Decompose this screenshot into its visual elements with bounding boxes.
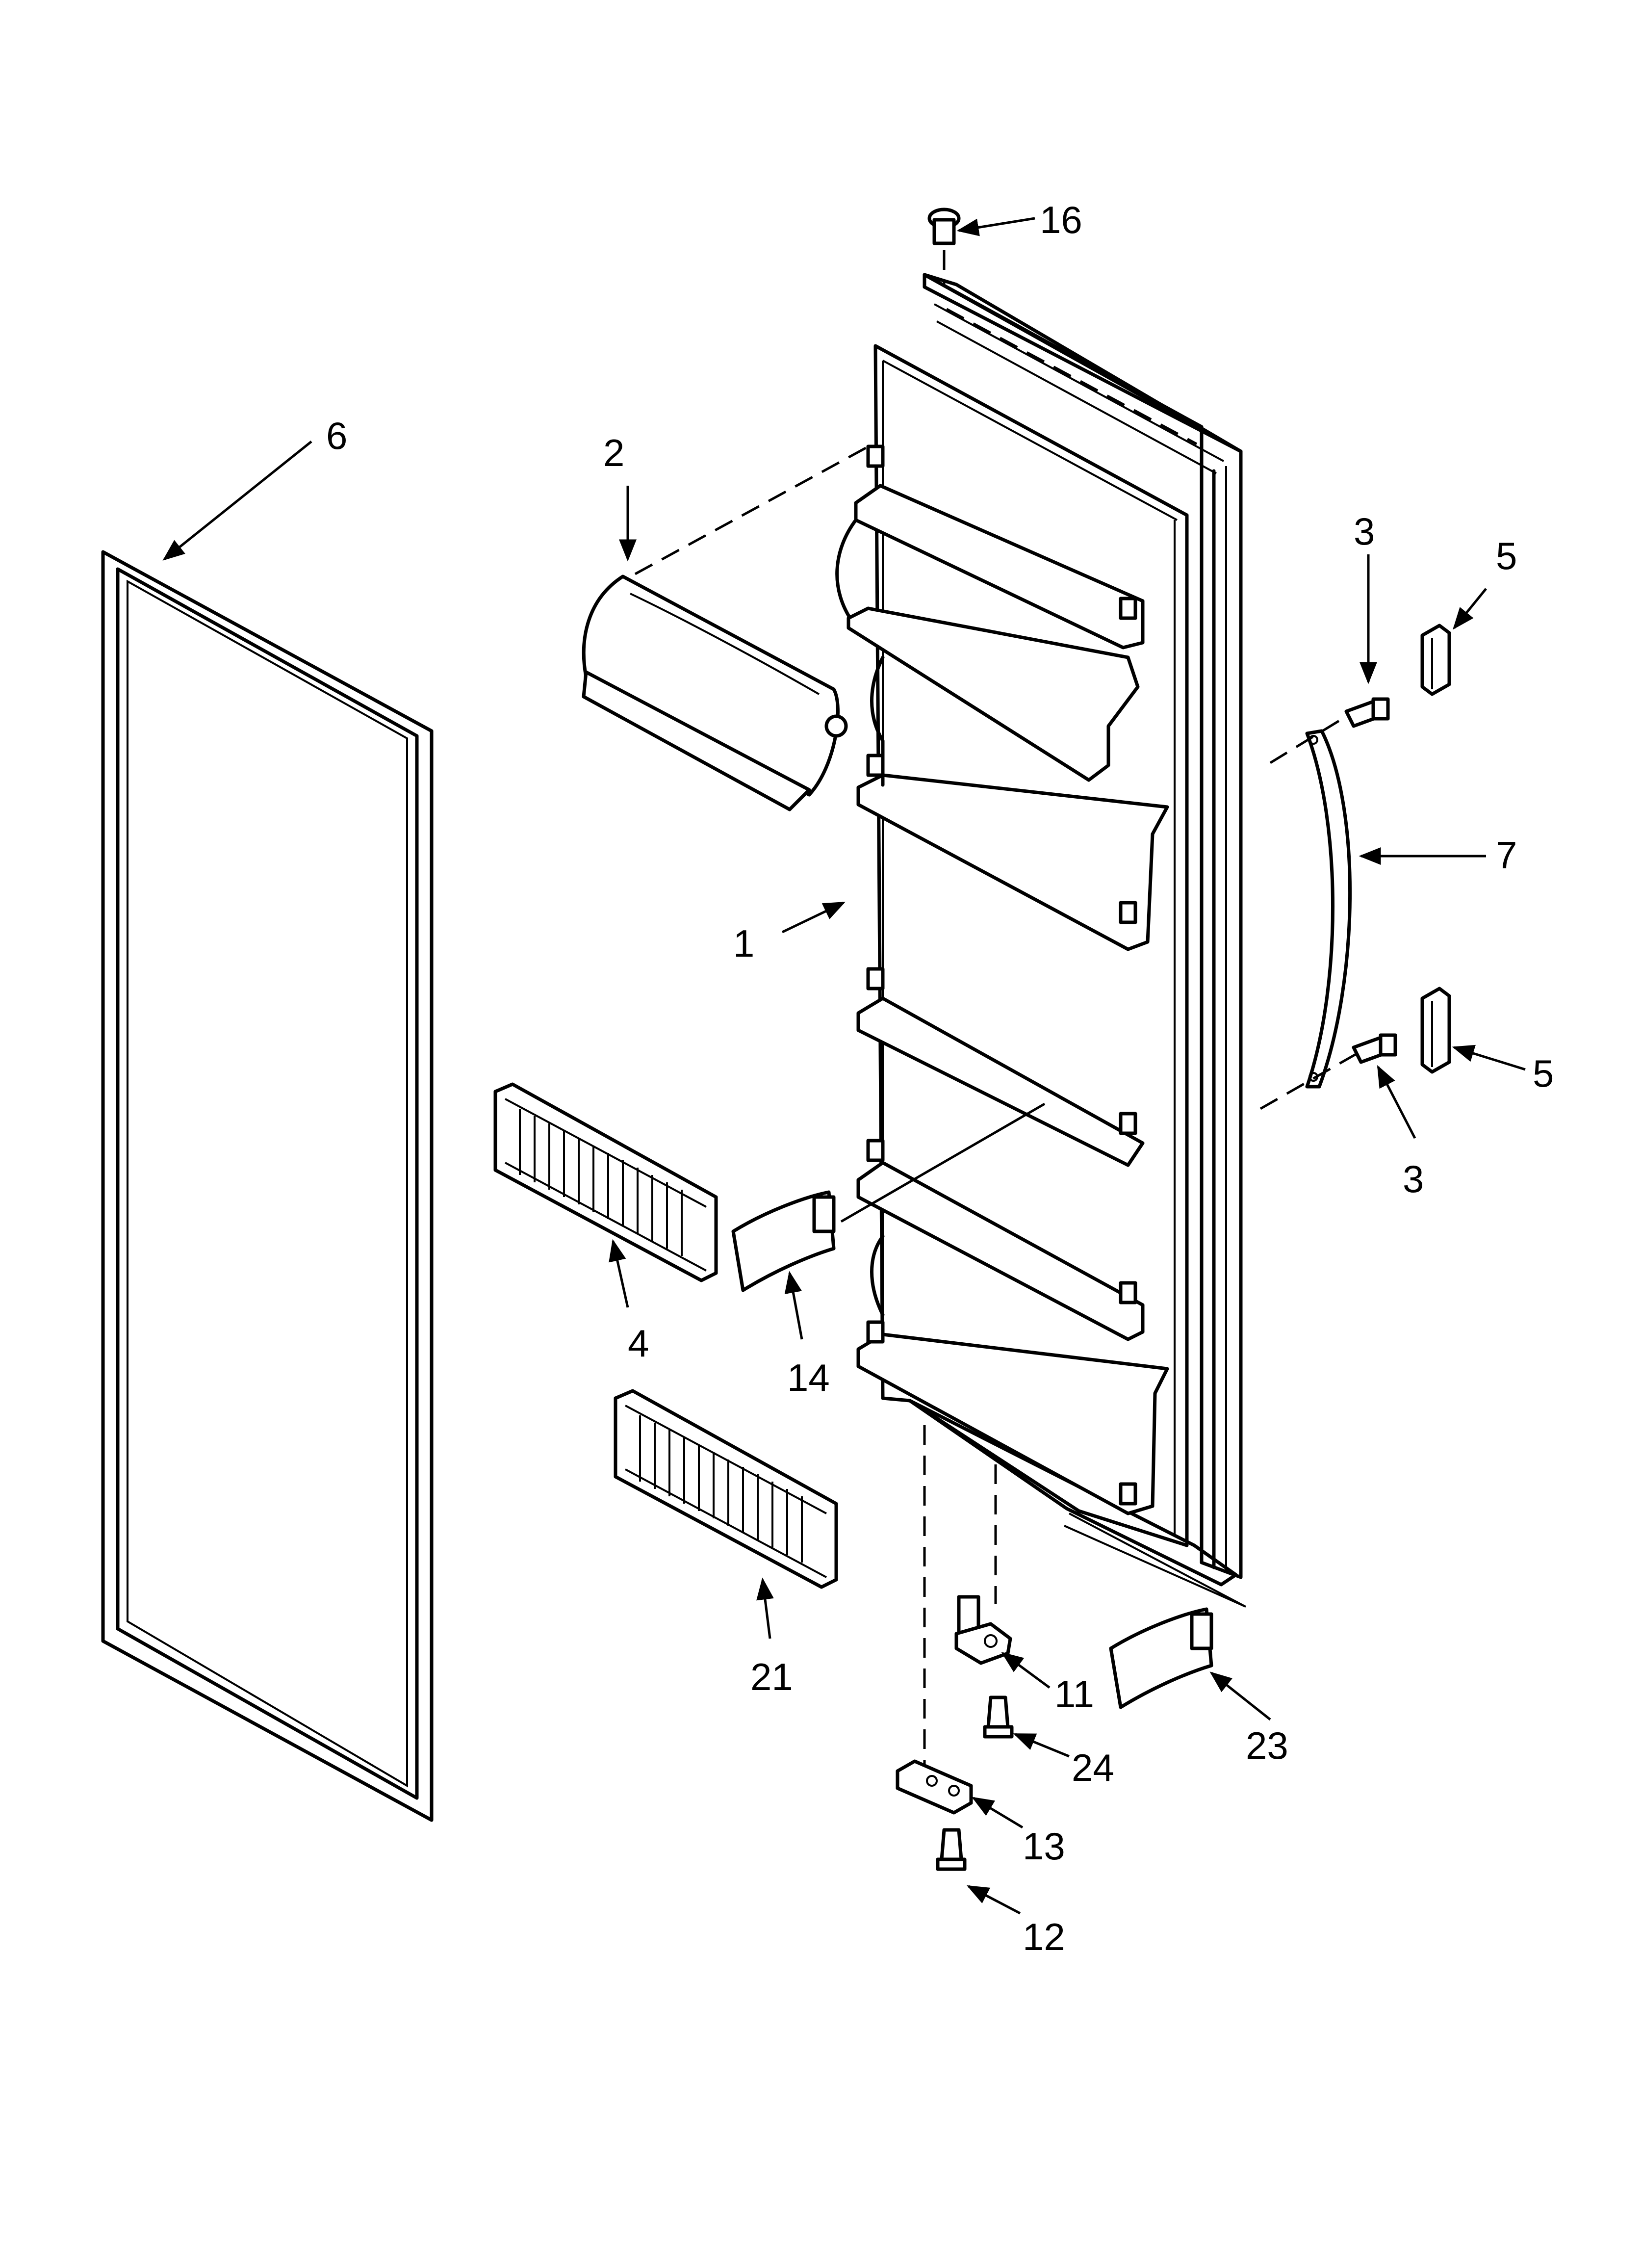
dairy-door-part[interactable] bbox=[582, 443, 874, 811]
callout-11: 11 bbox=[1054, 1672, 1094, 1716]
callout-14: 14 bbox=[787, 1356, 830, 1399]
door-part[interactable] bbox=[835, 273, 1243, 1587]
callout-16: 16 bbox=[1040, 198, 1082, 241]
handle-screw-top-part[interactable] bbox=[1344, 697, 1390, 728]
hinge-plate-part[interactable] bbox=[896, 1759, 973, 1815]
shelf-end-cap-part[interactable] bbox=[731, 1102, 1046, 1292]
callout-3-bottom: 3 bbox=[1403, 1157, 1424, 1200]
door-plug-part[interactable] bbox=[927, 208, 961, 285]
callout-13: 13 bbox=[1023, 1825, 1065, 1868]
door-shelves bbox=[835, 444, 1169, 1515]
handle-screw-bottom-part[interactable] bbox=[1352, 1033, 1397, 1064]
callout-24: 24 bbox=[1072, 1746, 1114, 1789]
handle-cap-bottom-part[interactable] bbox=[1420, 987, 1451, 1074]
handle-cap-top-part[interactable] bbox=[1420, 624, 1451, 696]
lower-end-cap-part[interactable] bbox=[1109, 1607, 1213, 1709]
bracket-screw-part[interactable] bbox=[983, 1695, 1014, 1739]
lower-shelf-trim-part[interactable] bbox=[614, 1389, 838, 1589]
callout-4: 4 bbox=[628, 1322, 649, 1365]
callout-3-top: 3 bbox=[1354, 510, 1375, 553]
callout-5-top: 5 bbox=[1496, 534, 1517, 577]
callout-7: 7 bbox=[1496, 834, 1517, 877]
door-gasket-part[interactable] bbox=[101, 550, 434, 1822]
callout-labels: 16 6 2 3 5 7 1 5 3 4 14 21 11 23 24 13 1… bbox=[326, 198, 1554, 1958]
door-handle-part[interactable] bbox=[1259, 707, 1364, 1110]
callout-12: 12 bbox=[1023, 1915, 1065, 1958]
hinge-bracket-part[interactable] bbox=[954, 1595, 1012, 1665]
callout-2: 2 bbox=[603, 431, 624, 474]
callout-6: 6 bbox=[326, 414, 347, 457]
hinge-screw-part[interactable] bbox=[936, 1828, 967, 1871]
deep-shelf-trim-part[interactable] bbox=[493, 1082, 718, 1282]
callout-1: 1 bbox=[733, 922, 754, 965]
callout-5-bottom: 5 bbox=[1533, 1052, 1554, 1095]
callout-21: 21 bbox=[750, 1655, 793, 1698]
leader-lines bbox=[162, 217, 1526, 1915]
callout-23: 23 bbox=[1246, 1724, 1288, 1767]
